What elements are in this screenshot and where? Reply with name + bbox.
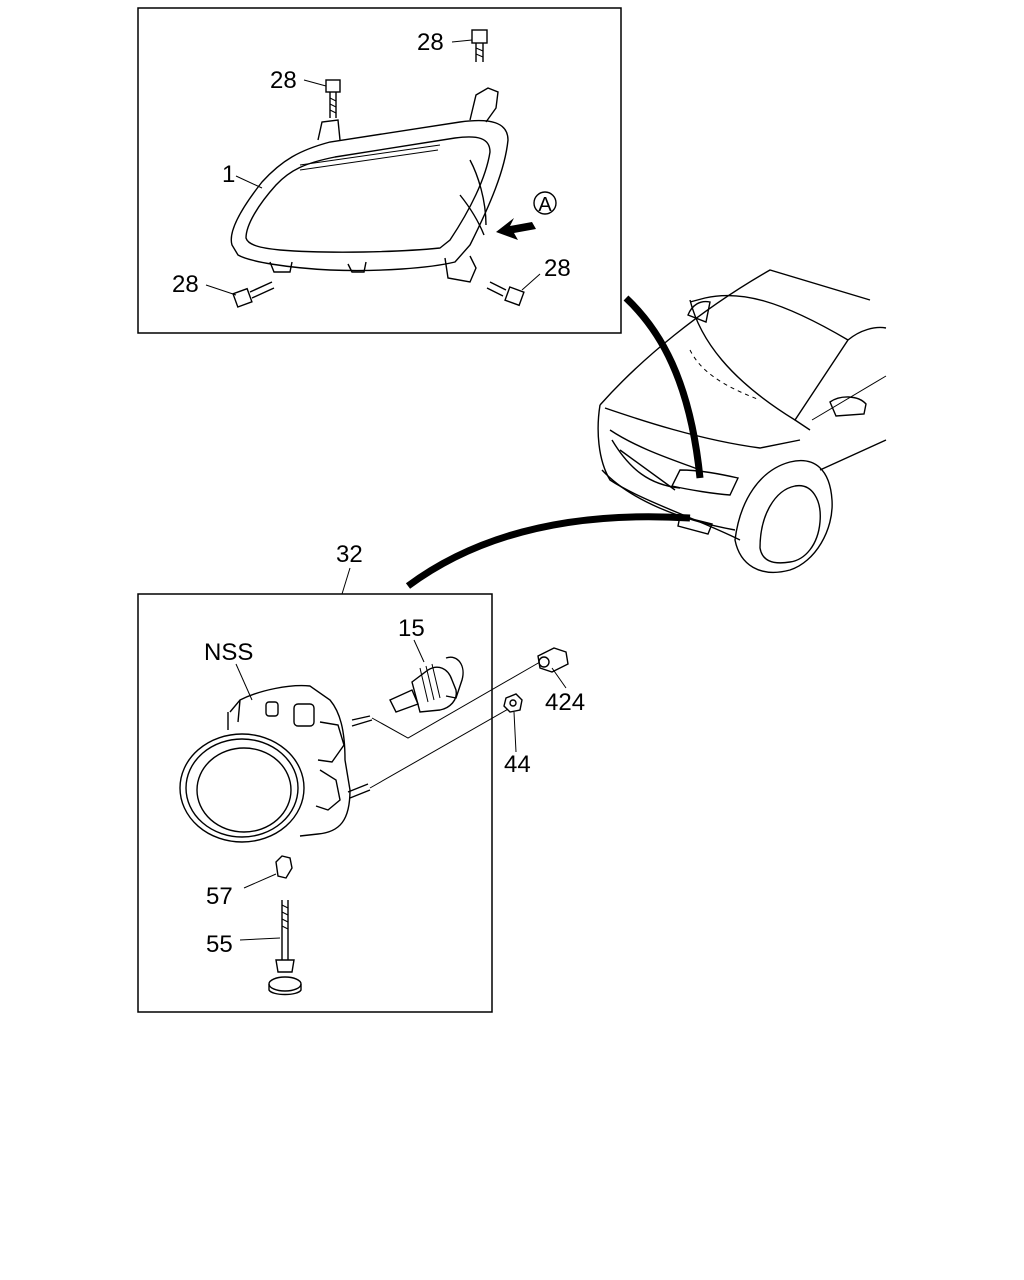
headlamp-inset: A 28 28 1 28 28 [137,7,622,334]
part-label-57: 57 [206,883,233,910]
part-label-28: 28 [417,29,444,56]
part-label-15: 15 [398,615,425,642]
assembly-leader [341,567,351,595]
bolt-icon [232,281,275,308]
view-direction-arrow-icon: A [496,191,557,240]
part-label-1: 1 [222,161,235,188]
bolt-icon [325,79,341,118]
headlamp-unit-icon [230,87,509,283]
assembly-label-32: 32 [336,541,363,568]
foglamp-inset-frame [137,593,493,1013]
part-label-424: 424 [545,689,585,716]
grommet-icon [275,855,293,879]
part-label-44: 44 [504,751,531,778]
foglamp-inset: 32 [137,541,585,1013]
adjuster-screw-icon [268,900,302,996]
headlamp-connector-curve [623,295,704,479]
bolt-icon [486,281,525,307]
part-label-nss: NSS [204,639,253,666]
part-label-28: 28 [270,67,297,94]
clip-nut-icon [537,647,569,673]
view-marker-label: A [538,194,552,216]
nut-icon [503,693,523,713]
fog-lamp-bulb-icon [389,656,464,713]
stud-icon [351,715,373,727]
vehicle-front-view-icon [597,269,887,574]
bolt-icon [471,29,488,62]
headlamp-inset-frame [137,7,622,334]
part-label-28: 28 [544,255,571,282]
view-marker-circle [533,191,557,215]
stud-icon [347,783,371,799]
part-label-28: 28 [172,271,199,298]
fog-lamp-housing-icon [179,684,351,843]
part-label-55: 55 [206,931,233,958]
foglamp-connector-curve [405,513,691,589]
